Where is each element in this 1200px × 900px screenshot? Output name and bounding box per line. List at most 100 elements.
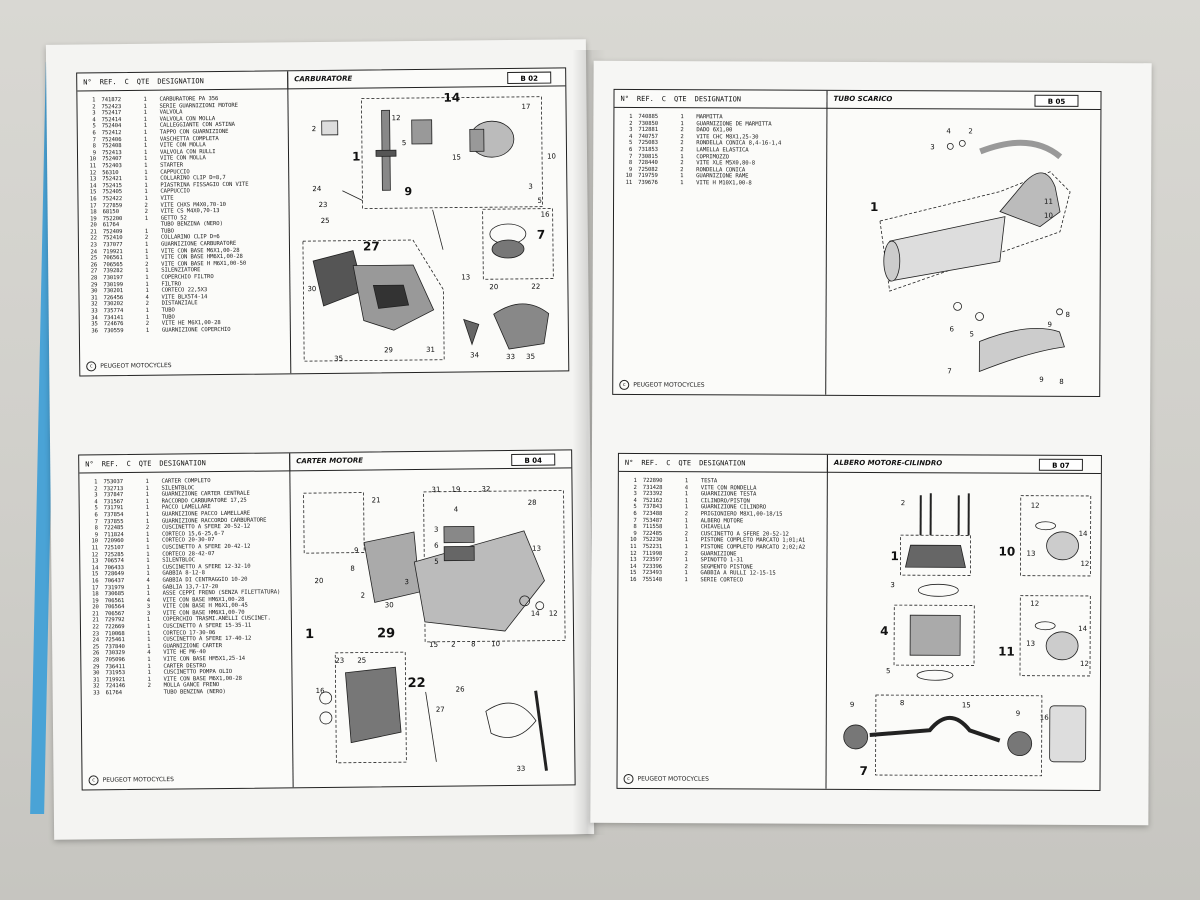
svg-text:34: 34 <box>470 351 480 359</box>
column-divider <box>825 454 828 789</box>
svg-text:26: 26 <box>456 685 466 693</box>
svg-text:13: 13 <box>1026 640 1035 648</box>
svg-text:12: 12 <box>392 114 401 122</box>
svg-text:10: 10 <box>1044 212 1053 220</box>
svg-text:13: 13 <box>532 545 541 553</box>
svg-text:4: 4 <box>880 624 888 638</box>
header-num: N° <box>83 77 92 86</box>
svg-text:9: 9 <box>1048 321 1053 329</box>
svg-text:9: 9 <box>354 547 359 555</box>
svg-text:9: 9 <box>1039 376 1044 384</box>
column-headers: N° REF. C QTE DESIGNATION <box>618 453 827 473</box>
part-quantity: 1 <box>145 327 150 334</box>
svg-text:14: 14 <box>1079 530 1088 538</box>
svg-text:10: 10 <box>998 545 1015 559</box>
svg-text:17: 17 <box>521 103 530 111</box>
svg-text:8: 8 <box>350 565 355 573</box>
svg-text:8: 8 <box>1059 378 1064 386</box>
part-designation: SERIE CORTECO <box>700 577 743 584</box>
svg-text:15: 15 <box>429 641 438 649</box>
svg-text:25: 25 <box>357 657 366 665</box>
svg-text:1: 1 <box>305 627 314 642</box>
svg-text:31: 31 <box>426 346 435 354</box>
svg-text:9: 9 <box>1016 710 1021 718</box>
part-reference: 730559 <box>103 327 124 335</box>
svg-text:25: 25 <box>321 217 330 225</box>
svg-text:5: 5 <box>402 139 407 147</box>
svg-text:22: 22 <box>407 676 425 691</box>
svg-text:1: 1 <box>352 150 361 164</box>
part-reference: 61764 <box>105 690 123 697</box>
svg-text:8: 8 <box>900 699 905 707</box>
header-designation: DESIGNATION <box>157 76 204 86</box>
svg-text:2: 2 <box>312 125 317 133</box>
part-quantity: 1 <box>680 180 684 187</box>
svg-text:8: 8 <box>471 640 476 648</box>
svg-text:2: 2 <box>451 641 456 649</box>
copyright-icon: c <box>623 773 634 784</box>
column-headers: N° REF. C QTE DESIGNATION <box>614 89 827 109</box>
svg-text:12: 12 <box>549 610 558 618</box>
svg-text:2: 2 <box>901 499 906 507</box>
part-number: 11 <box>625 179 633 186</box>
column-divider <box>825 90 828 395</box>
header-ref: REF. <box>636 94 654 103</box>
copyright-icon: c <box>86 361 97 372</box>
svg-text:16: 16 <box>1040 714 1049 722</box>
sheet-code: B 04 <box>511 453 556 466</box>
part-reference: 755148 <box>642 576 663 583</box>
svg-text:1: 1 <box>870 200 878 214</box>
header-qte: QTE <box>673 94 687 103</box>
svg-text:15: 15 <box>452 154 461 162</box>
svg-text:28: 28 <box>528 499 537 507</box>
part-quantity: 1 <box>684 577 688 584</box>
svg-text:6: 6 <box>949 325 954 333</box>
svg-text:7: 7 <box>947 367 952 375</box>
sheet-code: B 02 <box>507 71 552 85</box>
sheet-code: B 05 <box>1034 94 1079 107</box>
right-page: N° REF. C QTE DESIGNATION TUBO SCARICO B… <box>590 60 1152 826</box>
svg-text:9: 9 <box>404 185 412 198</box>
svg-text:13: 13 <box>461 273 470 281</box>
svg-text:5: 5 <box>886 667 891 675</box>
part-number: 16 <box>629 576 637 583</box>
svg-text:13: 13 <box>1027 550 1036 558</box>
copyright-icon: c <box>619 379 630 390</box>
svg-text:12: 12 <box>1080 660 1089 668</box>
svg-text:10: 10 <box>547 153 556 161</box>
svg-text:24: 24 <box>312 185 322 193</box>
svg-text:14: 14 <box>1078 625 1087 633</box>
svg-text:33: 33 <box>516 765 525 773</box>
svg-text:30: 30 <box>307 285 316 293</box>
header-qte: QTE <box>138 459 152 468</box>
svg-text:32: 32 <box>481 485 490 493</box>
svg-text:4: 4 <box>454 506 459 514</box>
header-c: C <box>124 77 129 86</box>
sheet-carter-motore: N° REF. C QTE DESIGNATION CARTER MOTORE … <box>78 449 576 791</box>
svg-text:3: 3 <box>528 183 533 191</box>
svg-text:7: 7 <box>537 228 546 242</box>
svg-text:14: 14 <box>443 91 460 105</box>
svg-text:8: 8 <box>1066 311 1071 319</box>
sheet-tubo-scarico: N° REF. C QTE DESIGNATION TUBO SCARICO B… <box>612 88 1102 397</box>
svg-text:22: 22 <box>531 283 540 291</box>
svg-text:21: 21 <box>372 496 381 504</box>
svg-text:2: 2 <box>361 592 366 600</box>
svg-text:27: 27 <box>436 706 445 714</box>
svg-text:11: 11 <box>1044 198 1053 206</box>
header-c: C <box>661 94 667 103</box>
svg-text:3: 3 <box>930 143 935 151</box>
left-page: N° REF. C QTE DESIGNATION CARBURATORE B … <box>45 39 595 840</box>
svg-text:7: 7 <box>860 764 868 778</box>
part-reference: 739676 <box>638 179 658 187</box>
